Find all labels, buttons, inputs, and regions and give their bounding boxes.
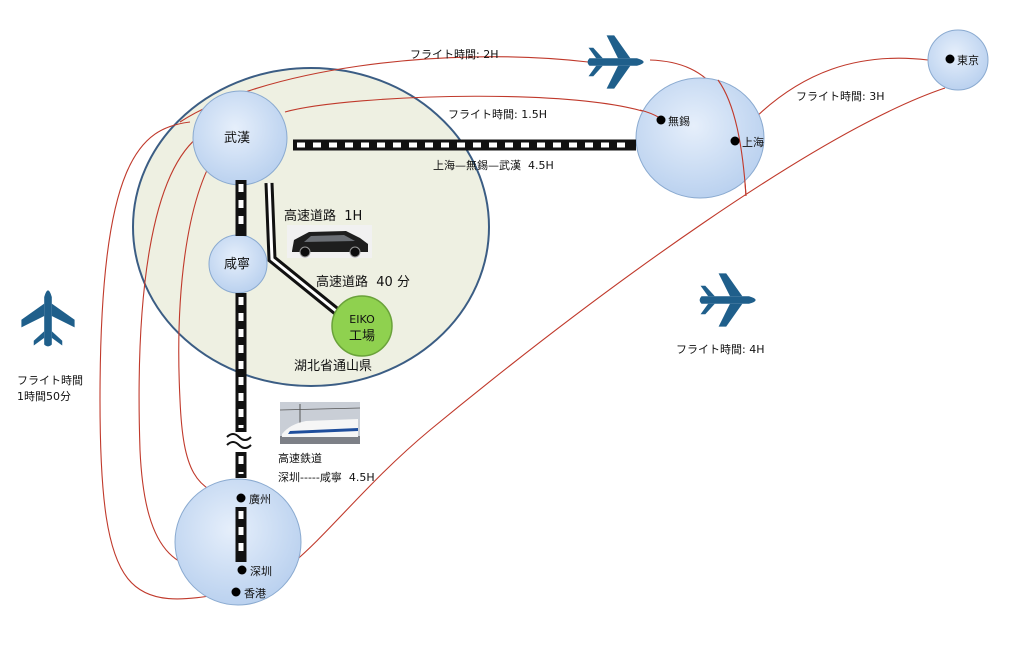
airplane-icon (587, 35, 644, 89)
tokyo-dot (945, 54, 955, 64)
flight-1-5h-label: フライト時間: 1.5H (448, 108, 547, 121)
train-stripe (288, 428, 358, 434)
eiko-factory-label: 工場 (349, 329, 375, 344)
bullet-train-photo (279, 402, 361, 444)
hongkong-dot (231, 587, 241, 597)
airplane-icon (21, 290, 75, 347)
shanghai-label: 上海 (742, 135, 764, 149)
shenzhen-label: 深圳 (250, 565, 272, 578)
highway (264, 182, 349, 323)
flight-route-1-5h (284, 95, 661, 119)
rail-break-wave-2 (226, 441, 252, 449)
guangzhou-dot (236, 493, 246, 503)
car-window (304, 235, 355, 242)
rail-break-mark (226, 433, 252, 449)
shenzhen-dot (237, 565, 247, 575)
train-photo-ground (280, 436, 360, 444)
flight-4h-label: フライト時間: 4H (676, 343, 764, 356)
rail-south-label: 深圳-----咸寧 4.5H (278, 470, 375, 484)
highway-inner (267, 182, 347, 321)
flight-3h-label: フライト時間: 3H (796, 90, 884, 103)
guangzhou-label: 廣州 (249, 492, 271, 506)
eiko-name: EIKO (349, 313, 375, 326)
airplane-icon (699, 273, 756, 327)
highway-1h-label: 高速道路 1H (284, 208, 362, 224)
wuxi-label: 無錫 (668, 114, 690, 128)
highway-40min-label: 高速道路 40 分 (316, 274, 410, 290)
flight-route-2h-over-circle (717, 79, 747, 197)
flight-2h-label: フライト時間: 2H (410, 48, 498, 61)
shanghai-dot (730, 136, 740, 146)
flight-route-guangzhou (178, 149, 237, 499)
train-overhead-wire (279, 407, 361, 411)
rail-east-label: 上海—無錫—武漢 4.5H (433, 158, 554, 172)
car-wheel-front (349, 246, 361, 258)
flight-left-title: フライト時間 (17, 374, 83, 387)
rail-south (226, 180, 252, 562)
car-photo (287, 225, 372, 258)
flight-route-4h (239, 87, 946, 593)
flight-left-time: 1時間50分 (17, 390, 71, 403)
wuxi-dot (656, 115, 666, 125)
tokyo-circle (927, 29, 989, 91)
rail-south-title: 高速鉄道 (278, 451, 322, 465)
eiko-factory-circle (331, 295, 393, 357)
wuhan-label: 武漢 (224, 131, 250, 146)
xianning-label: 咸寧 (224, 256, 250, 272)
tokyo-label: 東京 (957, 53, 979, 67)
hongkong-label: 香港 (244, 587, 266, 600)
region-label: 湖北省通山県 (294, 359, 372, 374)
flight-route-hongkong (99, 121, 233, 600)
flight-route-3h (744, 57, 929, 129)
rail-break-wave-1 (226, 433, 252, 441)
car-wheel-rear (299, 246, 311, 258)
